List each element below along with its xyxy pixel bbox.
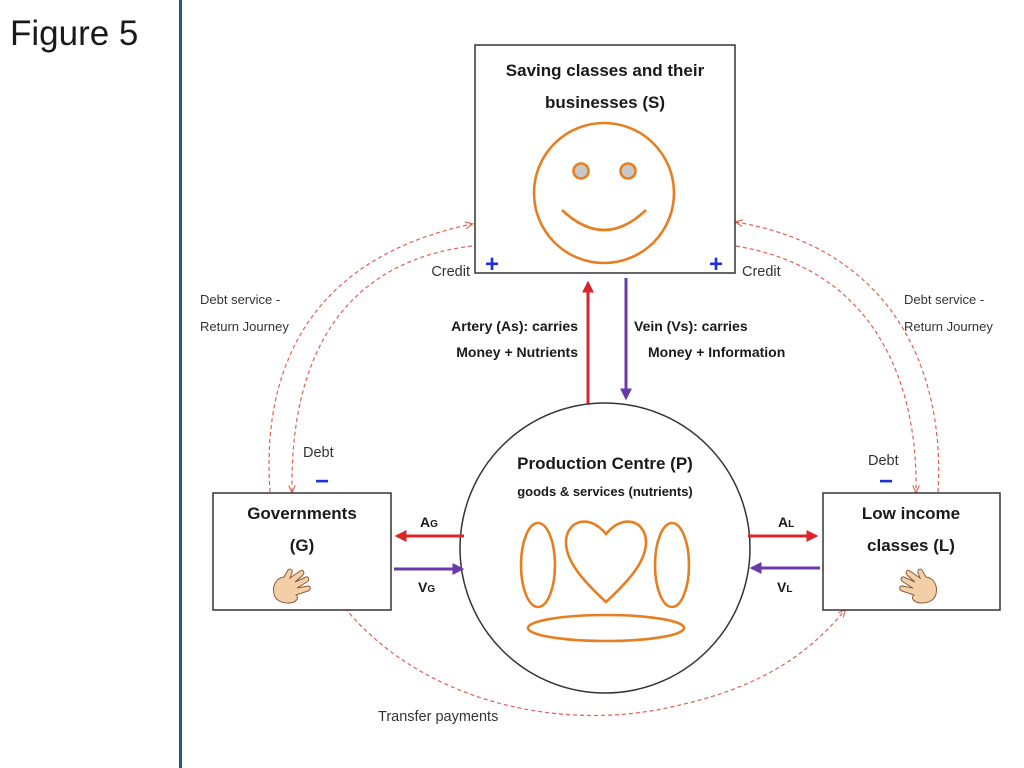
smiley-face-icon: [532, 121, 676, 265]
saving-classes-box: [474, 44, 736, 274]
artery-g-label: AG: [420, 514, 438, 530]
credit-right-inner: [735, 245, 916, 492]
low-income-title-line2: classes (L): [867, 536, 955, 555]
minus-sign-right: −: [879, 468, 893, 495]
credit-label-right: Credit: [742, 264, 781, 280]
dashed-flow-lines: [268, 222, 940, 717]
plus-sign-left: +: [485, 251, 499, 278]
transfer-payments-line: [344, 607, 845, 717]
figure-label: Figure 5: [10, 14, 139, 53]
open-hand-icon: [273, 568, 311, 604]
vein-l-label: VL: [777, 579, 792, 595]
transfer-payments-label: Transfer payments: [378, 709, 498, 725]
credit-label-left: Credit: [431, 264, 470, 280]
debt-label-left: Debt: [303, 445, 334, 461]
vein-g-label: VG: [418, 579, 435, 595]
saving-classes-title-line2: businesses (S): [545, 93, 665, 112]
artery-s-label-line2: Money + Nutrients: [456, 344, 578, 360]
minus-sign-left: −: [315, 468, 329, 495]
governments-title-line2: (G): [290, 536, 315, 555]
debt-service-right-line1: Debt service -: [904, 292, 984, 307]
vein-s-label-line2: Money + Information: [648, 344, 785, 360]
organs-icon: [519, 520, 691, 643]
artery-s-label-line1: Artery (As): carries: [451, 318, 578, 334]
artery-l-label: AL: [778, 514, 794, 530]
production-centre-title: Production Centre (P): [517, 454, 693, 473]
production-centre-subtitle: goods & services (nutrients): [517, 484, 693, 499]
open-hand-icon: [899, 568, 937, 604]
debt-service-left-line1: Debt service -: [200, 292, 280, 307]
debt-label-right: Debt: [868, 453, 899, 469]
governments-title-line1: Governments: [247, 504, 357, 523]
plus-sign-right: +: [709, 251, 723, 278]
left-divider-rule: [179, 0, 182, 768]
low-income-title-line1: Low income: [862, 504, 960, 523]
debt-service-right-line2: Return Journey: [904, 319, 993, 334]
debt-service-left-line2: Return Journey: [200, 319, 289, 334]
saving-classes-title-line1: Saving classes and their: [506, 61, 705, 80]
debt-service-left-outer: [268, 224, 472, 493]
production-centre-circle: [459, 402, 751, 694]
credit-left-inner: [292, 245, 473, 492]
vein-s-label-line1: Vein (Vs): carries: [634, 318, 748, 334]
